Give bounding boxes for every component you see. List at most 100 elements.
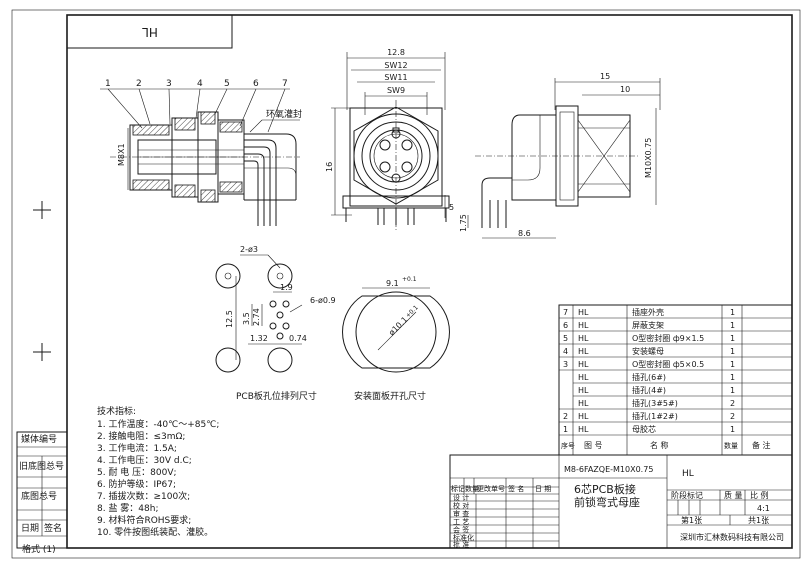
bom-code: HL: [578, 412, 589, 421]
bom-code: HL: [578, 386, 589, 395]
bom-code: HL: [578, 334, 589, 343]
bom-row: 5 HL O型密封圈 ф9×1.5 1: [563, 333, 735, 343]
bom-code: HL: [578, 373, 589, 382]
bom-code: HL: [578, 321, 589, 330]
inner-border: [66, 14, 793, 549]
bom-code: HL: [578, 347, 589, 356]
spec-line: 3. 工作电流：1.5A;: [97, 442, 177, 454]
dim-sw11: SW11: [384, 73, 407, 82]
bom-header-no: 序号: [561, 441, 575, 450]
title-block: 标记 数量 更改单号 签 名 日 期 设 计 校 对 审 查 工 艺 会 签 标…: [449, 454, 793, 549]
tol-dia: +0.1: [404, 304, 419, 319]
bom-qty: 1: [730, 321, 735, 330]
bom-name: 插孔(6#): [632, 372, 666, 382]
spec-line: 1. 工作温度：-40℃～+85℃;: [97, 418, 219, 430]
strip-label-old-base: 旧底图总号: [19, 460, 64, 472]
bom-row: 1 HL 母胶芯 1: [563, 424, 735, 434]
front-view: 12.8 SW12 SW11 SW9 16 5: [325, 48, 454, 230]
dim-12-5: 12.5: [225, 310, 234, 328]
part-label-1: 1: [105, 79, 111, 89]
dim-5: 5: [449, 203, 454, 212]
bom-code: HL: [578, 360, 589, 369]
part-label-2: 2: [136, 79, 142, 89]
rev-header: 更改单号: [477, 484, 505, 493]
part-label-5: 5: [224, 79, 230, 89]
bom-row: 6 HL 屏蔽支架 1: [563, 320, 735, 330]
bom-name: 插孔(1#2#): [632, 411, 678, 421]
side-section-view: 1 2 3 4 5 6 7 环氧灌封 M8X1: [100, 79, 302, 226]
sheet-label: 第1张: [681, 515, 702, 525]
dim-9-1: 9.1: [386, 279, 399, 288]
bom-qty: 1: [730, 308, 735, 317]
mirror-title-box: HL: [66, 14, 233, 49]
spec-line: 5. 耐 电 压：800V;: [97, 466, 177, 478]
bom-no: 1: [563, 425, 568, 434]
dim-10: 10: [620, 85, 630, 94]
bom-row: 4 HL 安装螺母 1: [563, 346, 735, 356]
label-2-hole: 2-ø3: [240, 245, 258, 254]
bom-no: 4: [563, 347, 568, 356]
bom-code: HL: [578, 308, 589, 317]
pcb-caption: PCB板孔位排列尺寸: [236, 390, 317, 402]
bom-no: 3: [563, 360, 568, 369]
dim-m10x075: M10X0.75: [644, 138, 653, 178]
bom-qty: 1: [730, 334, 735, 343]
spec-line: 7. 插拔次数：≥100次;: [97, 490, 190, 502]
title-line-1: 6芯PCB板接: [574, 482, 636, 496]
dim-1-75: 1.75: [459, 214, 468, 232]
dim-sw9: SW9: [387, 86, 405, 95]
bom-name: 屏蔽支架: [632, 320, 664, 330]
registration-marks: [33, 201, 51, 361]
bom-row: HL 插孔(3#5#) 2: [578, 398, 735, 408]
spec-line: 9. 材料符合ROHS要求;: [97, 514, 191, 526]
bom-no: 5: [563, 334, 568, 343]
dim-15: 15: [600, 72, 610, 81]
bom-qty: 1: [730, 347, 735, 356]
part-label-3: 3: [166, 79, 172, 89]
bom-header: 序号 图 号 名 称 数量 备 注: [561, 440, 771, 450]
dim-1-32: 1.32: [250, 334, 268, 343]
bom-row: 7 HL 插座外壳 1: [563, 307, 735, 317]
role-label: 标准化: [453, 533, 474, 542]
bom-header-code: 图 号: [584, 441, 603, 450]
scale-value: 4:1: [757, 504, 770, 513]
bom-no: 7: [563, 308, 568, 317]
role-label: 批 准: [453, 540, 469, 549]
bom-code: HL: [578, 399, 589, 408]
title-line-2: 前锁弯式母座: [574, 495, 640, 509]
outer-border: [11, 9, 801, 559]
role-label: 设 计: [453, 493, 469, 502]
dim-2-74: 2.74: [252, 308, 261, 326]
bom-name: 插孔(3#5#): [632, 398, 678, 408]
tol-9-1: +0.1: [402, 276, 417, 283]
strip-label-media: 媒体编号: [21, 433, 57, 445]
epoxy-callout: 环氧灌封: [266, 108, 302, 120]
dim-8-6: 8.6: [518, 229, 531, 238]
role-label: 校 对: [453, 501, 469, 510]
mirror-title-text: HL: [142, 25, 158, 39]
right-view: 15 10 M10X0.75 1.75 8.6: [459, 72, 661, 239]
dim-0-74: 0.74: [289, 334, 307, 343]
scale-label: 比 例: [750, 490, 769, 500]
format-label: 格式 (1): [22, 543, 56, 555]
bom-name: O型密封圈 ф5×0.5: [632, 359, 704, 369]
bom-header-name: 名 称: [650, 440, 669, 450]
spec-line: 8. 盐 雾：48h;: [97, 502, 159, 514]
role-label: 审 查: [453, 509, 469, 518]
bom-qty: 1: [730, 360, 735, 369]
dim-m8x1: M8X1: [117, 143, 126, 166]
weight-label: 质 量: [724, 490, 743, 500]
bom-row: HL 插孔(4#) 1: [578, 385, 735, 395]
strip-label-date: 日期: [21, 523, 39, 534]
strip-label-base: 底图总号: [21, 490, 57, 502]
bom-row: 3 HL O型密封圈 ф5×0.5 1: [563, 359, 735, 369]
company-code: HL: [682, 469, 694, 479]
dim-dia-10-1: ø10.1: [387, 315, 409, 337]
bom-header-note: 备 注: [752, 440, 771, 450]
part-label-6: 6: [253, 79, 259, 89]
bom-qty: 1: [730, 386, 735, 395]
spec-line: 2. 接触电阻：≤3mΩ;: [97, 430, 185, 442]
spec-list: 技术指标: 1. 工作温度：-40℃～+85℃; 2. 接触电阻：≤3mΩ; 3…: [97, 405, 219, 538]
bom-name: 插孔(4#): [632, 385, 666, 395]
